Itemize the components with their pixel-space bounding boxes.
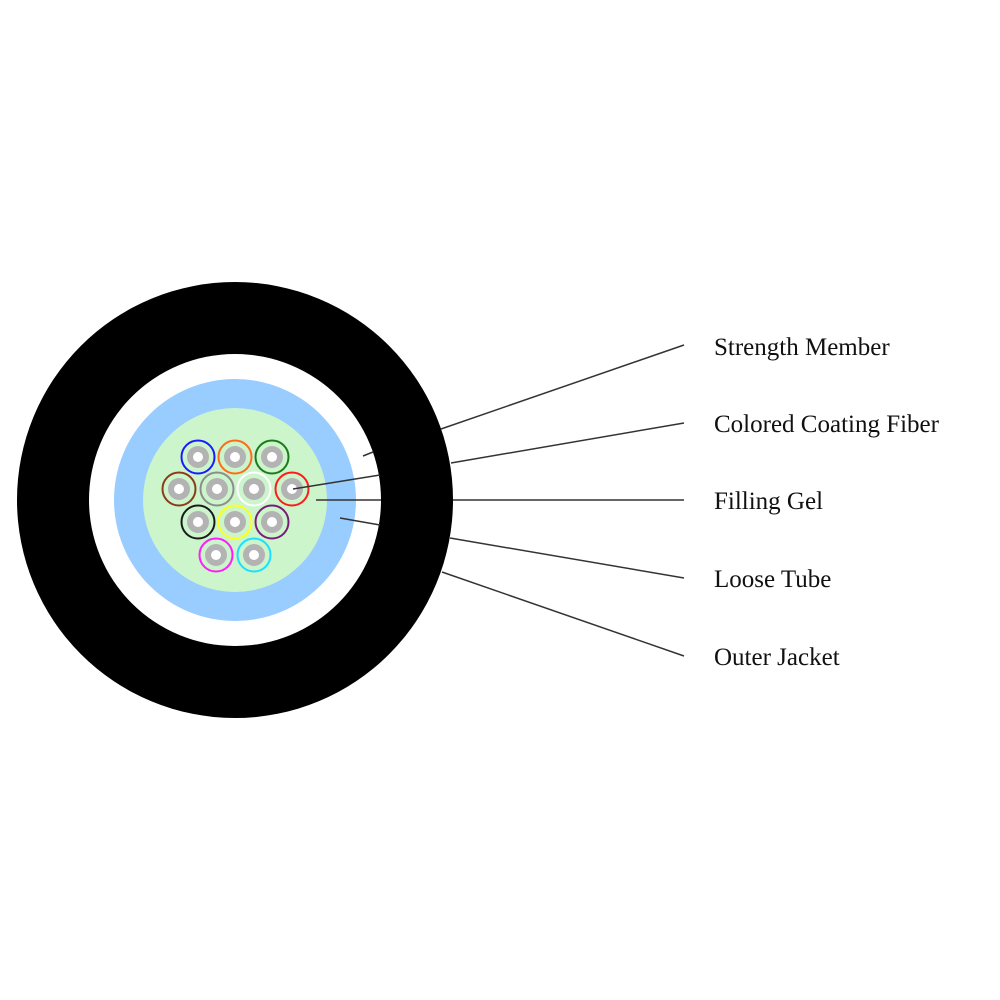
leader-line-colored-coating-fiber-inner [292,474,381,490]
leader-line-loose-tube-inner [339,517,381,526]
fiber-core [249,550,259,560]
fiber-bundle [161,439,310,573]
fiber-yellow [217,504,253,540]
fiber-coating-cyan [236,537,272,573]
fiber-coating-green [254,439,290,475]
fiber-core [267,452,277,462]
fiber-coating-brown [161,471,197,507]
label-filling-gel: Filling Gel [714,488,824,515]
leader-line-loose-tube [449,537,685,579]
fiber-orange [217,439,253,475]
label-outer-jacket: Outer Jacket [714,644,840,671]
label-colored-coating-fiber: Colored Coating Fiber [714,411,939,438]
fiber-coating-white [236,471,272,507]
fiber-core [212,484,222,494]
label-loose-tube: Loose Tube [714,566,832,593]
leader-line-colored-coating-fiber [450,422,685,464]
fiber-core [193,452,203,462]
fiber-brown [161,471,197,507]
fiber-core [249,484,259,494]
leader-lines [292,344,685,657]
fiber-core [230,452,240,462]
fiber-coating-blue [180,439,216,475]
fiber-coating-purple [254,504,290,540]
fiber-gray [199,471,235,507]
fiber-core [174,484,184,494]
fiber-white [236,471,272,507]
leader-line-outer-jacket [441,571,685,657]
fiber-green [254,439,290,475]
leader-line-strength-member [440,344,685,430]
fiber-blue [180,439,216,475]
fiber-red [274,471,310,507]
fiber-coating-red [274,471,310,507]
fiber-core [230,517,240,527]
fiber-coating-magenta [198,537,234,573]
fiber-black [180,504,216,540]
label-strength-member: Strength Member [714,334,890,361]
filling-gel-area [143,408,327,592]
fiber-coating-orange [217,439,253,475]
fiber-coating-yellow [217,504,253,540]
fiber-coating-gray [199,471,235,507]
fiber-core [287,484,297,494]
fiber-purple [254,504,290,540]
fiber-cyan [236,537,272,573]
fiber-coating-black [180,504,216,540]
fiber-core [267,517,277,527]
leader-line-strength-member-inner [362,451,374,457]
fiber-core [211,550,221,560]
fiber-core [193,517,203,527]
fiber-magenta [198,537,234,573]
